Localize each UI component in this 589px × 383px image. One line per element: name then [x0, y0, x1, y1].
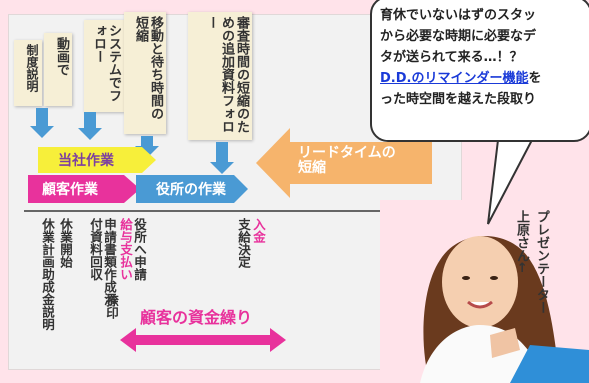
- box-system: システムでフォロー: [84, 20, 124, 112]
- speech-line-4-suffix: を: [528, 71, 542, 86]
- office-work-label: 役所の作業: [156, 182, 226, 198]
- speech-line-3: タが送られて来る…！？: [380, 50, 523, 65]
- cashflow-arrow: [120, 328, 286, 352]
- timeline-col2: 休業開始: [58, 218, 73, 268]
- speech-line-4: D.D.のリマインダー機能を: [380, 68, 582, 89]
- leadtime-arrow: [256, 128, 432, 198]
- timeline-col3b: 捺印: [104, 294, 119, 319]
- timeline-col3: 申請書類作成添付資料回収: [88, 218, 117, 306]
- timeline-col4: 役所へ申請: [132, 218, 147, 281]
- timeline-col5b: 入金: [251, 218, 266, 243]
- box-seido: 制度説明: [14, 40, 42, 106]
- presenter-role: プレゼンテーター: [534, 210, 549, 314]
- presenter-photo: [380, 200, 589, 383]
- client-work-bar: [28, 175, 140, 203]
- speech-line-5: った時空間を越えた段取り: [380, 92, 537, 107]
- speech-line-1: 育休でいないはずのスタッ: [380, 8, 537, 23]
- reminder-feature-link[interactable]: D.D.のリマインダー機能: [380, 71, 529, 86]
- client-work-label: 顧客作業: [42, 182, 98, 198]
- box-douga: 動画で: [44, 33, 72, 106]
- presenter-name: 上原さん←: [514, 210, 529, 273]
- speech-bubble-tail: [487, 136, 534, 225]
- company-work-label: 当社作業: [58, 153, 114, 169]
- office-work-bar: [136, 175, 248, 203]
- speech-bubble: 育休でいないはずのスタッ から必要な時期に必要なデ タが送られて来る…！？ D.…: [370, 0, 589, 142]
- leadtime-label: リードタイムの短縮: [298, 145, 396, 176]
- cashflow-label: 顧客の資金繰り: [140, 308, 253, 327]
- box-idou: 移動と待ち時間の短縮: [124, 12, 166, 134]
- company-work-bar: [38, 147, 156, 173]
- box-shinsa: 審査時間の短縮のための追加資料フォロー: [188, 12, 252, 140]
- timeline-col1: 休業計画助成金説明: [40, 218, 55, 331]
- speech-line-2: から必要な時期に必要なデ: [380, 29, 537, 44]
- timeline-col5: 支給決定: [236, 218, 251, 268]
- timeline-col4b: 給与支払い: [118, 218, 133, 281]
